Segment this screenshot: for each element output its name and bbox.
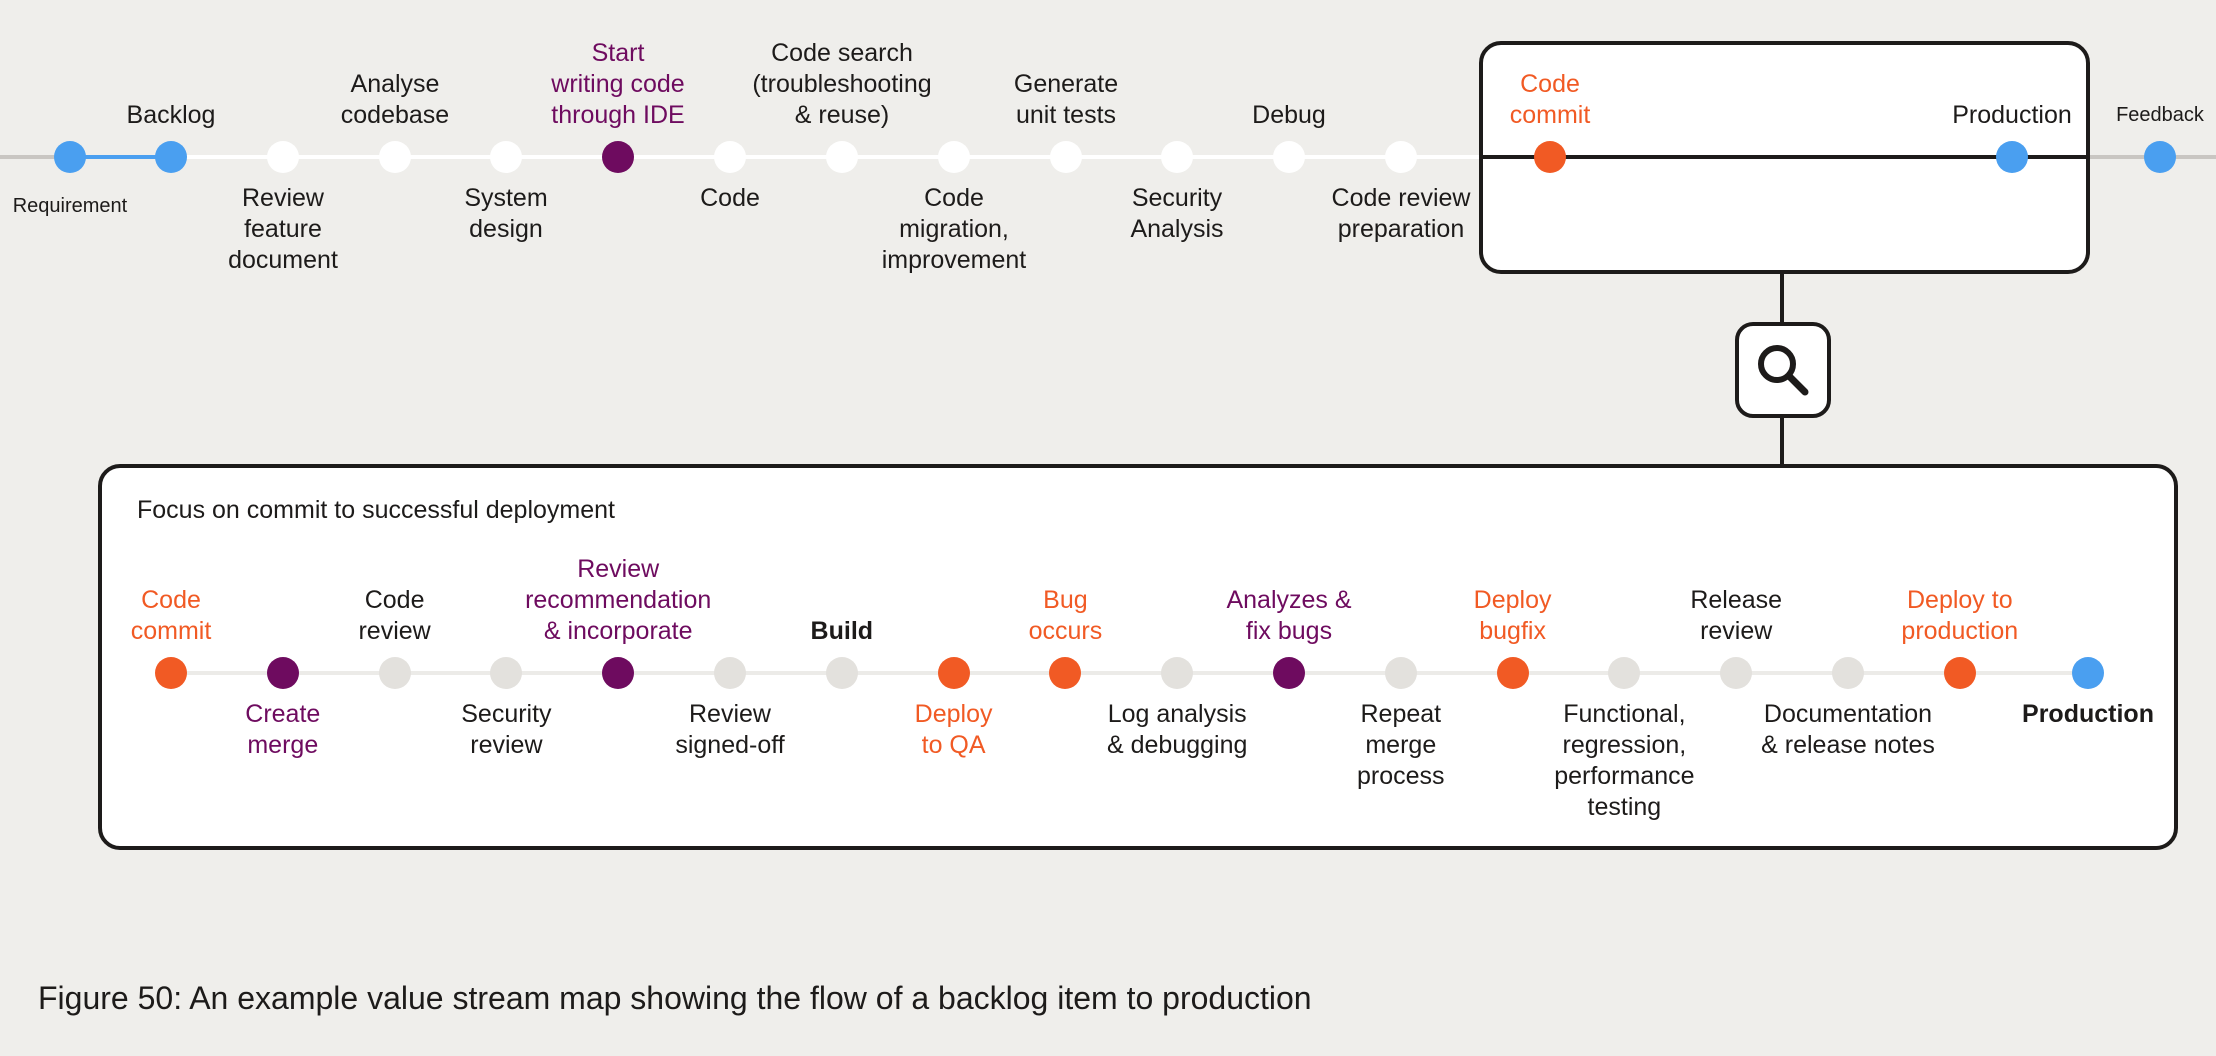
detail-flow-step-node (1273, 657, 1305, 689)
top-flow-step-label: Code commit (1509, 70, 1591, 129)
detail-flow-step-label: Release review (1690, 586, 1783, 645)
top-flow-step-node (1161, 141, 1193, 173)
top-flow-step-node (54, 141, 86, 173)
top-flow-step-node (1050, 141, 1082, 173)
top-flow-step-node (1385, 141, 1417, 173)
detail-flow-step-label: Repeat merge process (1357, 700, 1445, 790)
detail-flow-step-node (1720, 657, 1753, 689)
top-flow-step-node (1996, 141, 2028, 173)
detail-flow-step-node (155, 657, 187, 689)
top-flow-step-node (155, 141, 187, 173)
top-flow-step-label: System design (464, 184, 548, 243)
top-flow-step-node (602, 141, 634, 173)
top-flow-step-label: Feedback (2116, 104, 2204, 126)
top-flow-step-label: Code migration, improvement (881, 184, 1027, 274)
detail-flow-step-node (1608, 657, 1641, 689)
detail-flow-step-node (378, 657, 411, 689)
top-flow-step-label: Code search (troubleshooting & reuse) (752, 39, 932, 129)
detail-flow-step-label: Review recommendation & incorporate (525, 555, 712, 645)
top-flow-step-node (714, 141, 746, 173)
top-flow-step-label: Generate unit tests (1013, 70, 1119, 129)
top-flow-step-label: Security Analysis (1130, 184, 1224, 243)
top-flow-step-label: Production (1952, 101, 2072, 129)
detail-flow-step-label: Deploy bugfix (1473, 586, 1552, 645)
detail-flow-step-node (1384, 657, 1417, 689)
detail-flow-step-node (490, 657, 523, 689)
top-flow-step-label: Debug (1252, 101, 1326, 129)
top-flow-line-blue (70, 155, 171, 159)
detail-flow-step-label: Analyzes & fix bugs (1226, 586, 1352, 645)
detail-flow-step-node (2072, 657, 2104, 689)
detail-flow-step-label: Review signed-off (675, 700, 785, 759)
zoom-connector-bottom (1780, 416, 1784, 466)
top-flow-step-label: Review feature document (228, 184, 338, 274)
detail-flow-step-node (937, 657, 970, 689)
top-flow-step-node (826, 141, 858, 173)
detail-flow-step-node (266, 657, 299, 689)
detail-flow-step-label: Security review (461, 700, 552, 759)
top-flow-step-label: Code (700, 184, 760, 212)
detail-flow-step-label: Documentation & release notes (1761, 700, 1935, 759)
top-flow-step-label: Start writing code through IDE (551, 39, 685, 129)
detail-flow-step-label: Create merge (245, 700, 321, 759)
top-flow-step-node (2144, 141, 2176, 173)
top-flow-step-node (490, 141, 522, 173)
detail-flow-step-label: Code review (358, 586, 431, 645)
top-flow-step-node (938, 141, 970, 173)
magnifier-icon (1735, 322, 1831, 418)
detail-flow-step-node (825, 657, 858, 689)
detail-flow-step-label: Code commit (130, 586, 212, 645)
detail-box (98, 464, 2178, 850)
detail-flow-step-node (1161, 657, 1194, 689)
detail-flow-step-node (1049, 657, 1082, 689)
top-flow-step-label: Backlog (126, 101, 216, 129)
top-flow-line-left (0, 155, 70, 159)
detail-flow-step-node (714, 657, 746, 689)
detail-flow-step-label: Log analysis & debugging (1106, 700, 1248, 759)
top-flow-step-label: Requirement (12, 195, 128, 217)
detail-flow-step-label: Production (2022, 700, 2154, 728)
top-flow-step-label: Code review preparation (1331, 184, 1471, 243)
figure-caption: Figure 50: An example value stream map s… (38, 980, 1312, 1016)
top-flow-step-label: Analyse codebase (340, 70, 450, 129)
detail-flow-step-label: Functional, regression, performance test… (1554, 700, 1695, 821)
top-flow-step-node (267, 141, 299, 173)
detail-flow-step-node (1832, 657, 1864, 689)
detail-flow-step-node (602, 657, 635, 689)
detail-flow-line (171, 671, 2088, 675)
detail-flow-step-label: Deploy to QA (914, 700, 993, 759)
top-flow-step-node (379, 141, 411, 173)
highlight-box-line (1479, 155, 2090, 159)
top-flow-step-node (1534, 141, 1566, 173)
detail-flow-step-node (1943, 657, 1976, 689)
top-flow-step-node (1273, 141, 1305, 173)
detail-box-title: Focus on commit to successful deployment (137, 496, 615, 524)
detail-flow-step-label: Build (810, 617, 874, 645)
detail-flow-step-node (1496, 657, 1529, 689)
detail-flow-step-label: Deploy to production (1901, 586, 2019, 645)
detail-flow-step-label: Bug occurs (1028, 586, 1103, 645)
zoom-connector-top (1780, 274, 1784, 324)
